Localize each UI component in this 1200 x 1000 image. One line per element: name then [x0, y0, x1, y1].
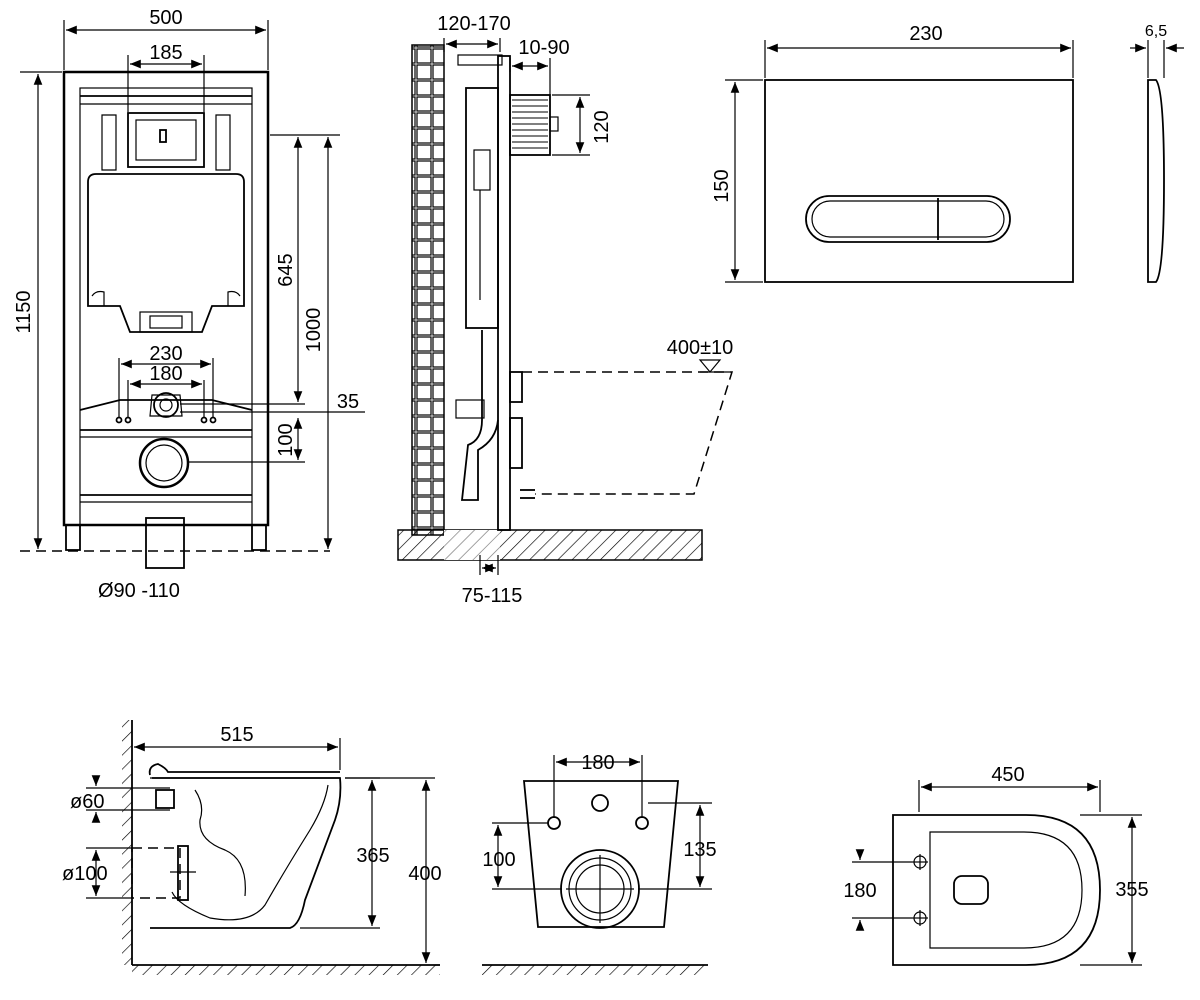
tiled-wall [411, 44, 445, 536]
flush-plate-view: 230 150 6,5 [711, 23, 1184, 283]
dim-bowl-height-365: 365 [356, 845, 389, 867]
dim-top-width: 355 [1115, 879, 1148, 901]
dim-bowl-height-400: 400 [408, 863, 441, 885]
floor-hatch [397, 529, 703, 561]
dim-height-1000: 1000 [303, 308, 325, 353]
flush-plate-face [764, 79, 1074, 283]
bowl-top-outline [892, 814, 1101, 966]
dim-drain-diameter: Ø90 -110 [98, 580, 180, 602]
flush-plate-profile [1147, 79, 1165, 283]
bowl-back-outline [523, 780, 679, 928]
dim-mount-180: 180 [149, 363, 182, 385]
frame-plate [497, 55, 511, 531]
dim-width-500: 500 [149, 7, 182, 29]
outlet-pipe [138, 437, 190, 489]
dim-height-1150: 1150 [13, 290, 35, 333]
dim-outlet-diameter: ø100 [62, 863, 108, 885]
dim-inlet-diameter: ø60 [70, 791, 104, 813]
drain-pipe [145, 517, 185, 569]
cistern-body [87, 173, 245, 333]
dim-top-hole-spacing: 180 [843, 880, 876, 902]
bowl-back-view: 180 100 135 [482, 752, 717, 975]
dim-back-height-100: 100 [482, 849, 515, 871]
frame-front-view: 500 185 1150 1000 645 35 100 230 180 [13, 7, 365, 602]
bowl-body [150, 777, 342, 929]
dim-plate-thickness: 6,5 [1145, 23, 1167, 40]
dim-depth-10-90: 10-90 [518, 37, 569, 59]
dim-depth-120-170: 120-170 [437, 13, 510, 35]
flush-buttons [805, 195, 1011, 243]
bowl-outline-dashed [522, 371, 734, 495]
dim-plate-height: 150 [711, 169, 733, 202]
flush-cutout [127, 112, 205, 168]
dim-top-length: 450 [991, 764, 1024, 786]
dim-height-645: 645 [275, 253, 297, 286]
dim-offset-100: 100 [275, 423, 297, 456]
dim-plate-width: 230 [909, 23, 942, 45]
dim-width-185: 185 [149, 42, 182, 64]
bowl-top-view: 450 355 180 [843, 764, 1149, 966]
dim-depth-75-115: 75-115 [462, 585, 523, 607]
dim-back-height-135: 135 [683, 839, 716, 861]
dim-height-120: 120 [591, 110, 613, 143]
dim-offset-35: 35 [337, 391, 359, 413]
frame-side-view: 400±10 120-170 10-90 120 75-115 [397, 13, 734, 607]
dim-bowl-height: 400±10 [667, 337, 734, 359]
dim-mount-230: 230 [149, 343, 182, 365]
bowl-side-view: ø60 ø100 515 365 400 [62, 720, 442, 975]
dim-bowl-length: 515 [220, 724, 253, 746]
dim-back-hole-spacing: 180 [581, 752, 614, 774]
